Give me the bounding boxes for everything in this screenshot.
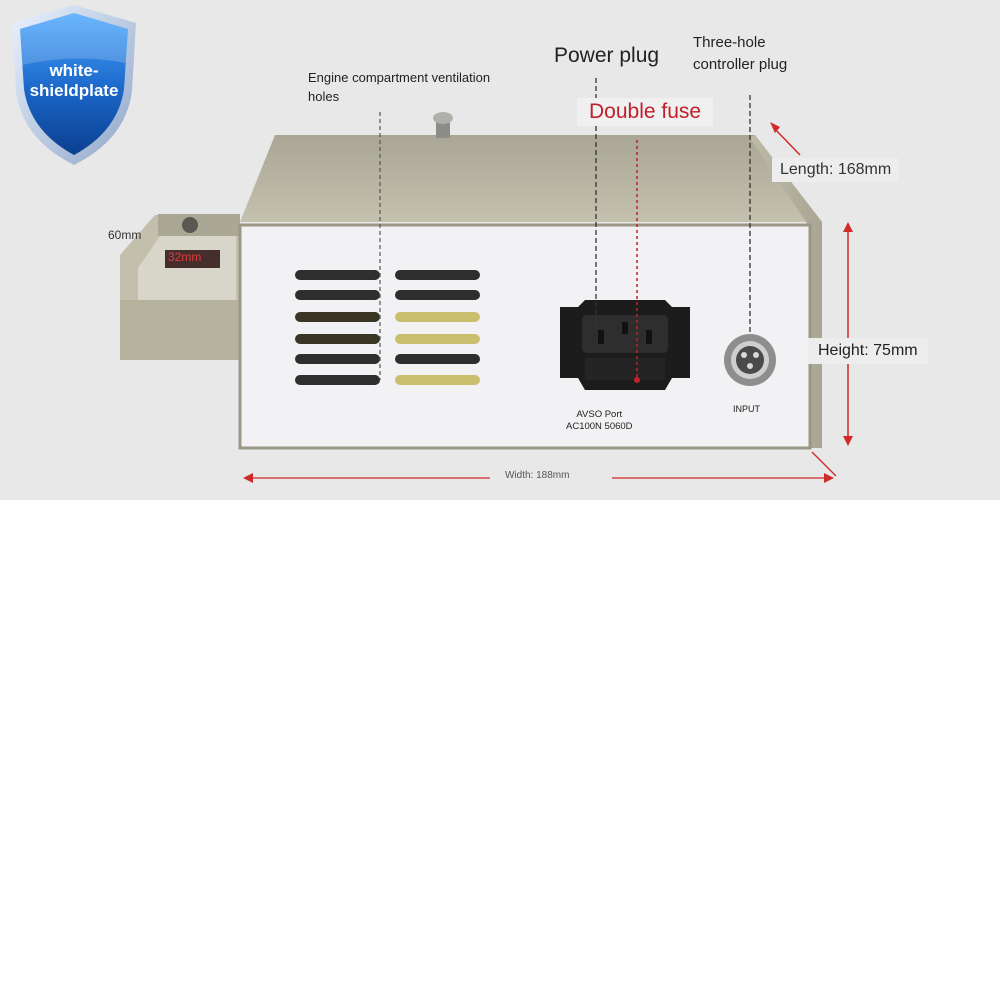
port-label: AVSO Port AC100N 5060D bbox=[566, 409, 633, 433]
length-dimension: Length: 168mm bbox=[772, 158, 900, 182]
power-plug-callout: Power plug bbox=[554, 44, 660, 67]
port-label-line1: AVSO Port bbox=[576, 409, 623, 420]
ventilation-holes bbox=[295, 270, 480, 385]
controller-plug-callout: Three-hole controller plug bbox=[693, 32, 787, 76]
width-dimension: Width: 188mm bbox=[505, 470, 570, 481]
logo-text-line1: white- bbox=[48, 61, 98, 80]
device-illustration bbox=[120, 78, 853, 483]
input-connector bbox=[724, 334, 776, 386]
shield-icon: white- shieldplate bbox=[12, 5, 136, 165]
double-fuse-callout: Double fuse bbox=[577, 98, 714, 126]
top-cover bbox=[240, 135, 822, 222]
controller-callout-line2: controller plug bbox=[693, 56, 788, 73]
ventilation-callout-line1: Engine compartment ventilation bbox=[308, 70, 491, 85]
brand-logo: white- shieldplate bbox=[8, 3, 140, 167]
solder-tray bbox=[120, 214, 240, 360]
input-label: INPUT bbox=[733, 404, 760, 414]
dimension-arrows bbox=[243, 122, 853, 483]
power-socket bbox=[560, 300, 690, 390]
port-label-line2: AC100N 5060D bbox=[566, 421, 633, 432]
top-knob bbox=[433, 112, 453, 138]
product-photo: Engine compartment ventilation holes Pow… bbox=[0, 0, 1000, 500]
depth-dimension: 60mm bbox=[108, 228, 142, 242]
logo-text-line2: shieldplate bbox=[30, 81, 119, 100]
controller-callout-line1: Three-hole bbox=[693, 34, 766, 51]
slot-dimension: 32mm bbox=[168, 250, 202, 264]
ventilation-callout-line2: holes bbox=[308, 89, 340, 104]
height-dimension: Height: 75mm bbox=[808, 338, 928, 364]
ventilation-callout: Engine compartment ventilation holes bbox=[308, 68, 490, 106]
